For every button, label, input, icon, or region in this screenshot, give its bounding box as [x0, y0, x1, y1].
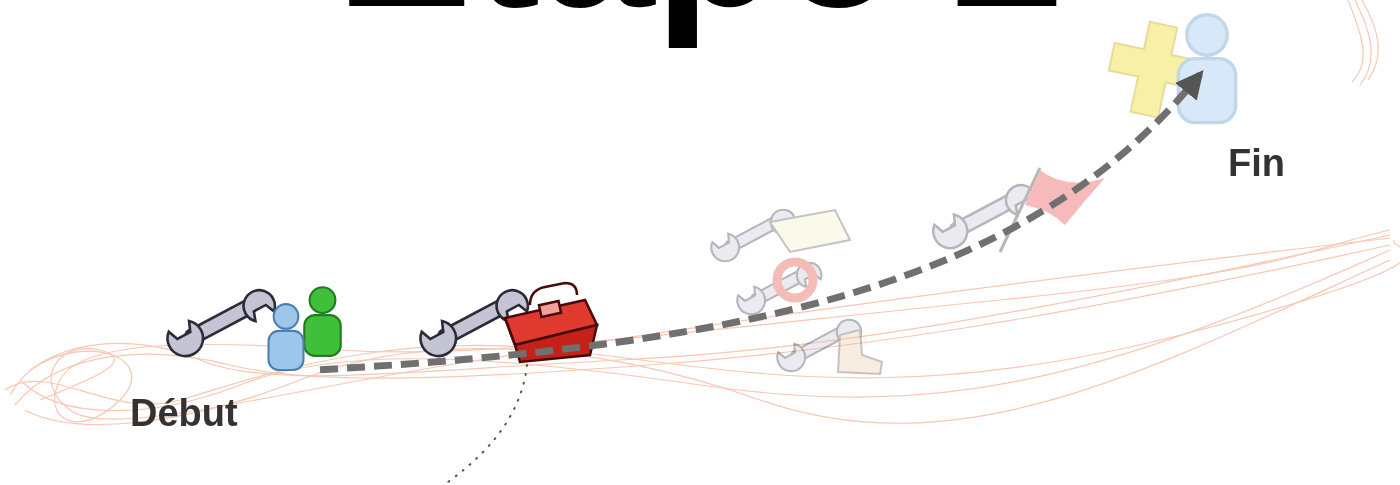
user-icon	[1178, 15, 1235, 123]
wrench-icon	[163, 281, 278, 362]
endpoint-node: Fin	[1200, 20, 1285, 185]
lifebuoy-icon	[777, 262, 813, 298]
toolbox-icon	[505, 283, 597, 362]
smoke-ribbon	[1348, 0, 1378, 85]
book-icon	[770, 210, 850, 252]
leader-line	[448, 365, 527, 482]
fin-icon	[1101, 15, 1235, 125]
wrench-icon	[929, 176, 1039, 254]
user-icon	[269, 304, 304, 370]
endpoint-label: Fin	[1228, 143, 1285, 185]
faded-steps	[708, 168, 1105, 376]
endpoint-node: Début	[130, 290, 320, 435]
endpoint-label: Début	[130, 393, 238, 435]
flag-icon	[1025, 170, 1105, 225]
dashed-path	[320, 74, 1200, 369]
user-icon	[304, 287, 340, 356]
boot-icon	[838, 330, 882, 374]
wrench-icon	[734, 256, 824, 320]
flag-pole	[1000, 168, 1040, 252]
